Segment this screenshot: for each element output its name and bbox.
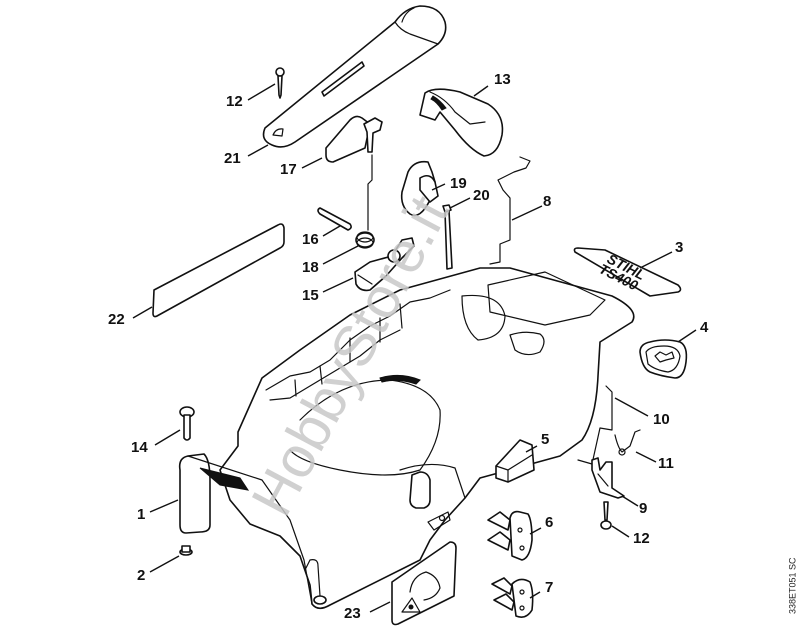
callout-13: 13 <box>494 71 511 88</box>
callout-14: 14 <box>131 439 148 456</box>
callout-9: 9 <box>639 500 647 517</box>
drawing-code: 338ET051 SC <box>788 557 798 614</box>
callout-15: 15 <box>302 287 319 304</box>
part-8-wire-bracket[interactable] <box>489 156 531 265</box>
part-15-interlock-lever[interactable] <box>354 237 415 292</box>
callout-11: 11 <box>658 455 674 472</box>
part-2-sleeve[interactable] <box>179 545 193 556</box>
part-18-torsion-spring[interactable] <box>355 231 375 249</box>
callout-12-bottom: 12 <box>633 530 650 547</box>
part-7-switch-plug-b[interactable] <box>491 577 534 618</box>
callout-22: 22 <box>108 311 125 328</box>
part-10-spring-wire[interactable] <box>577 385 613 465</box>
callout-2: 2 <box>137 567 145 584</box>
callout-10: 10 <box>653 411 670 428</box>
part-12-screw-top[interactable] <box>275 67 285 99</box>
callout-18: 18 <box>302 259 319 276</box>
callout-6: 6 <box>545 514 553 531</box>
callout-20: 20 <box>473 187 490 204</box>
callout-23: 23 <box>344 605 361 622</box>
part-13-cover-cap[interactable] <box>419 88 504 157</box>
part-19-lever-housing[interactable] <box>400 160 439 217</box>
callout-19: 19 <box>450 175 467 192</box>
callout-4: 4 <box>700 319 709 336</box>
part-17-throttle-lever[interactable] <box>325 115 383 163</box>
part-16-pin[interactable] <box>317 207 352 231</box>
throttle-linkage-wire <box>367 154 373 231</box>
part-21-handle-cover[interactable] <box>262 5 447 148</box>
callout-21: 21 <box>224 150 241 167</box>
callout-1: 1 <box>137 506 145 523</box>
callouts: 12 21 17 13 19 20 8 16 18 15 3 22 4 10 1… <box>108 71 709 622</box>
callout-8: 8 <box>543 193 551 210</box>
part-11-small-spring[interactable] <box>614 429 641 456</box>
part-22-label-strip[interactable] <box>152 223 285 318</box>
part-3-model-decal[interactable]: STIHL TS400 <box>573 247 682 297</box>
part-20-rod[interactable] <box>442 204 453 270</box>
part-5-buffer-block[interactable] <box>495 439 535 483</box>
part-6-switch-plug-a[interactable] <box>487 510 533 561</box>
callout-16: 16 <box>302 231 319 248</box>
part-4-grommet[interactable] <box>639 339 688 379</box>
part-23-warning-decal[interactable] <box>391 541 457 626</box>
callout-3: 3 <box>675 239 683 256</box>
part-12-screw-bottom[interactable] <box>600 501 612 530</box>
callout-5: 5 <box>541 431 549 448</box>
leader-lines <box>132 83 697 613</box>
callout-7: 7 <box>545 579 553 596</box>
part-9-clip-holder[interactable] <box>591 457 625 499</box>
part-14-socket-screw[interactable] <box>179 406 195 441</box>
callout-12-top: 12 <box>226 93 243 110</box>
callout-17: 17 <box>280 161 297 178</box>
part-1-shroud[interactable] <box>178 267 635 610</box>
